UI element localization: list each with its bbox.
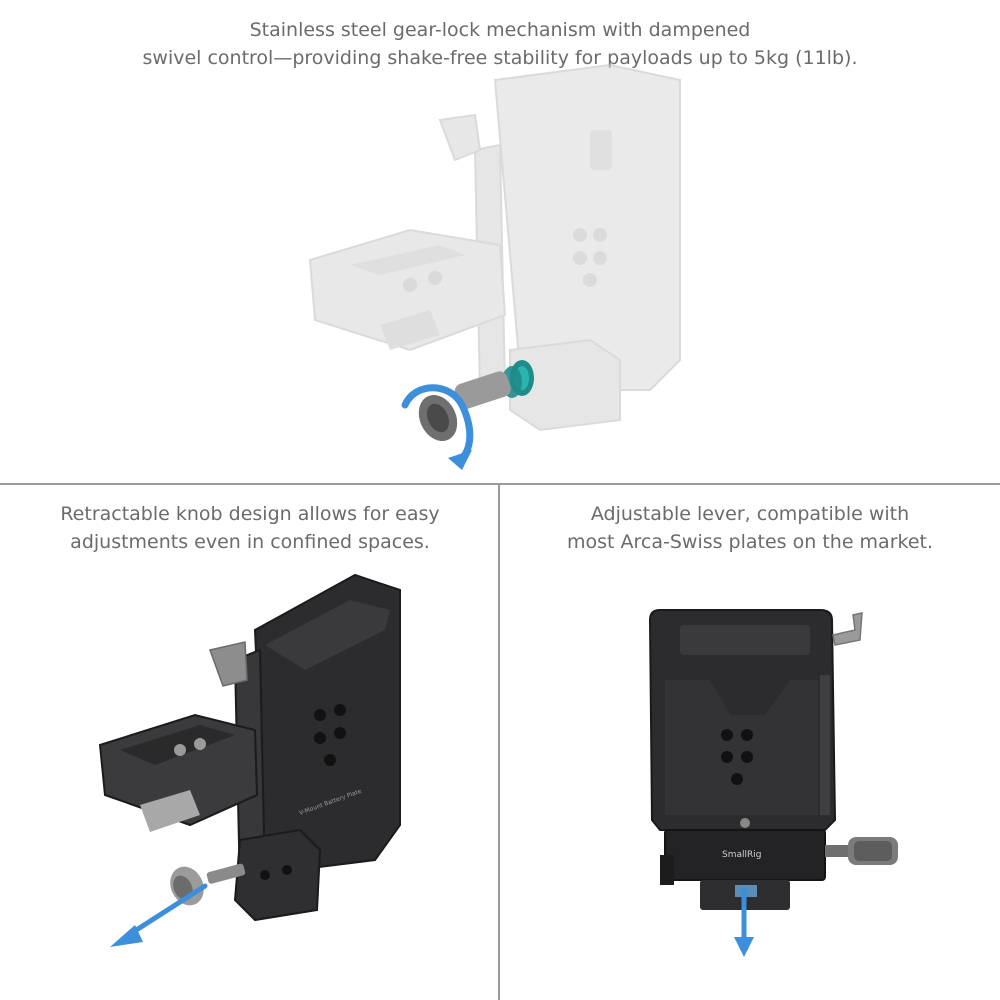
top-caption-line-1: Stainless steel gear-lock mechanism with… [249, 19, 751, 41]
top-caption: Stainless steel gear-lock mechanism with… [0, 16, 1000, 72]
down-arrow-head-icon [734, 937, 754, 957]
left-caption-line-2: adjustments even in confined spaces. [70, 531, 430, 553]
horizontal-divider [0, 483, 1000, 485]
rotation-arrow-head-icon [448, 450, 472, 470]
retractable-knob-icon [170, 863, 246, 906]
brand-label: SmallRig [722, 850, 761, 860]
pull-arrow-head-icon [110, 925, 143, 947]
faded-mount-body [308, 63, 681, 432]
rotation-arrow-icon [401, 384, 474, 464]
side-lever [832, 612, 863, 646]
top-caption-line-2: swivel control—providing shake-free stab… [142, 47, 858, 69]
adjustable-lever-illustration: SmallRig [648, 609, 898, 957]
right-caption: Adjustable lever, compatible with most A… [500, 500, 1000, 556]
top-lever [209, 641, 248, 687]
left-caption: Retractable knob design allows for easy … [0, 500, 500, 556]
retractable-knob-illustration: V-Mount Battery Plate [98, 573, 401, 947]
right-caption-line-1: Adjustable lever, compatible with [590, 503, 910, 525]
pull-arrow-icon [124, 883, 208, 939]
left-caption-line-1: Retractable knob design allows for easy [60, 503, 440, 525]
right-caption-line-2: most Arca-Swiss plates on the market. [566, 531, 934, 553]
vertical-divider [498, 484, 500, 1000]
clamp-knob-icon [825, 837, 898, 865]
knob-icon [418, 371, 511, 442]
gear-lock-illustration [308, 63, 681, 470]
quick-release-clamp [98, 713, 259, 827]
